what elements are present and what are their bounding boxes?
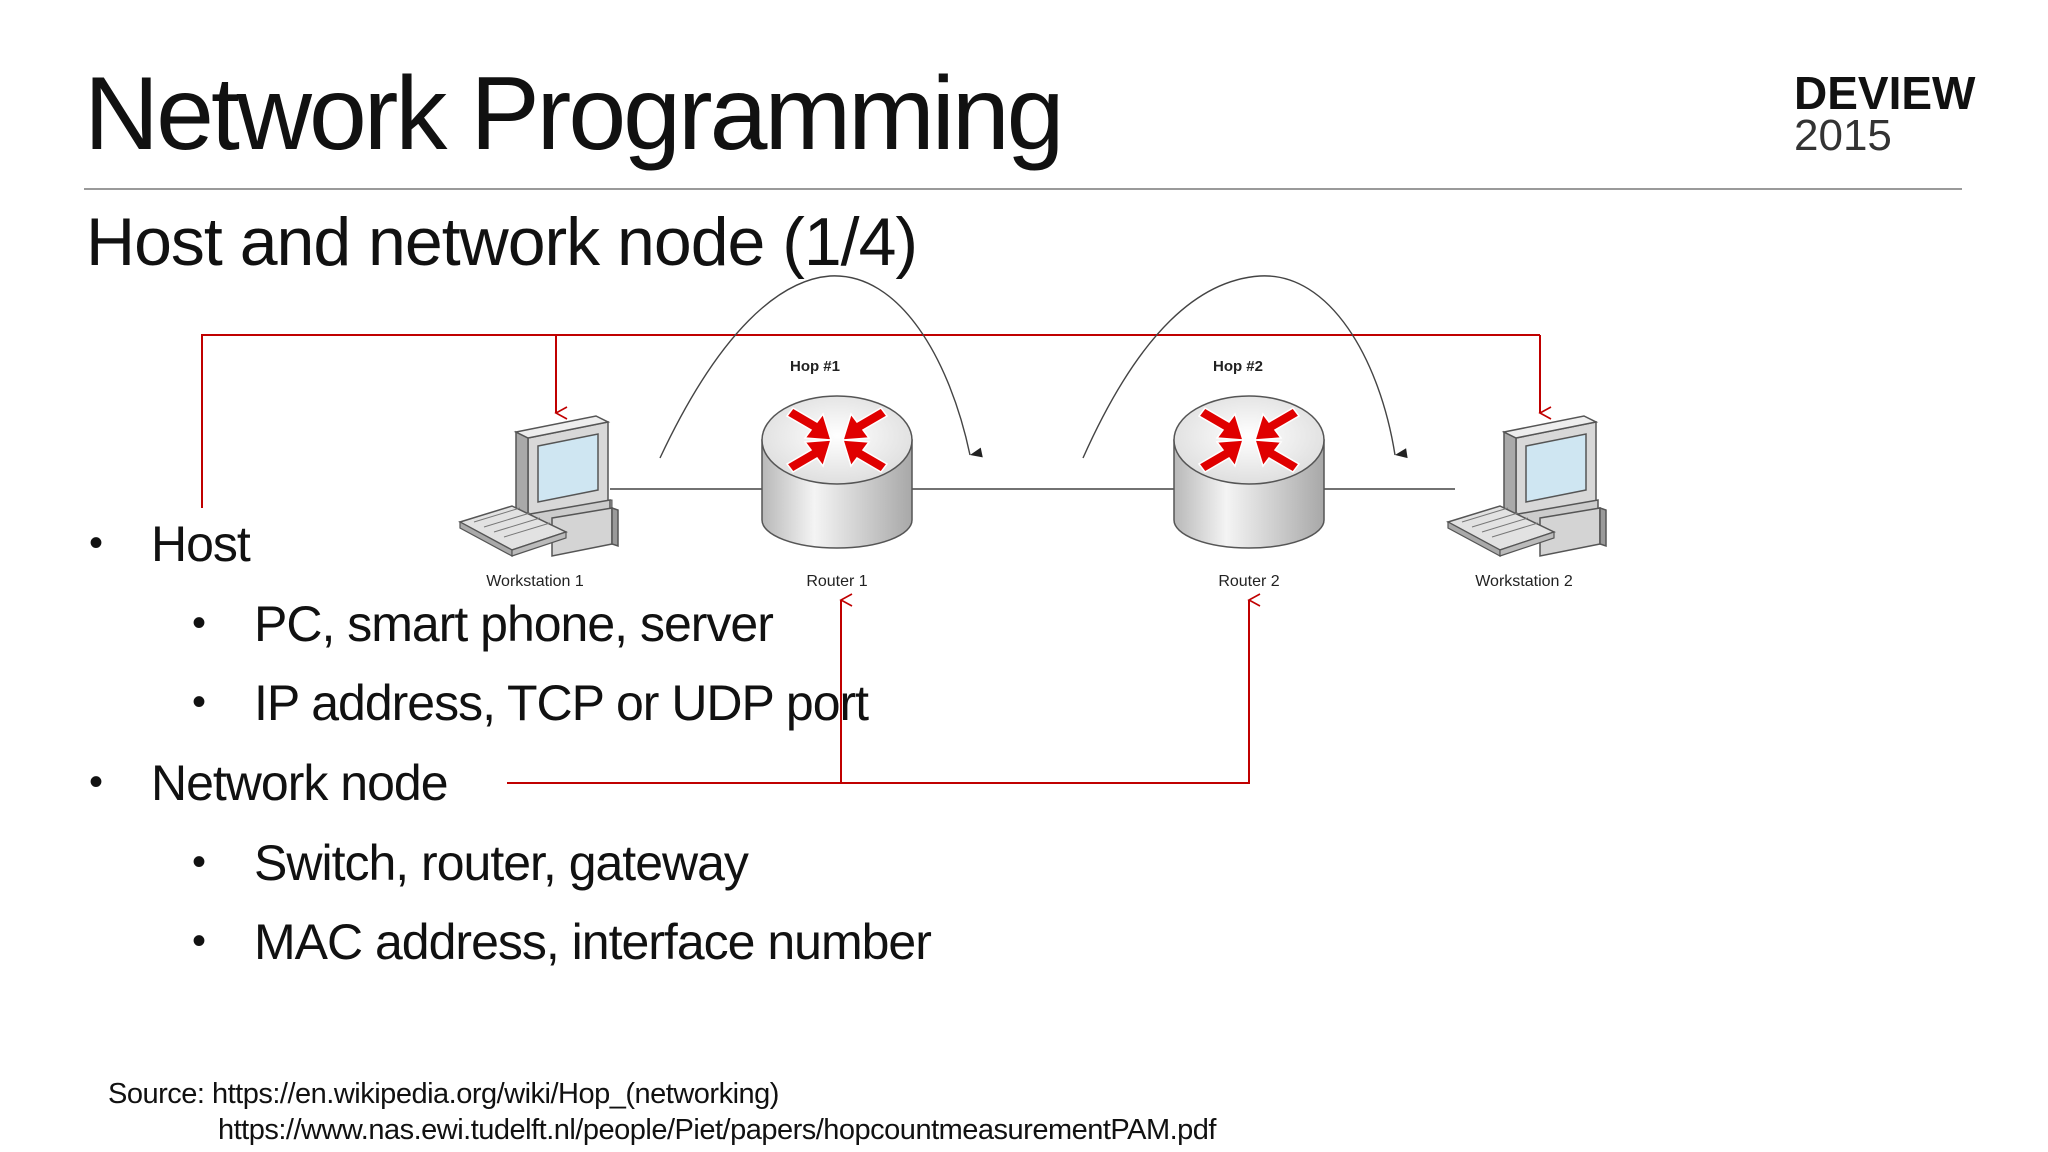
- source-line-1: Source: https://en.wikipedia.org/wiki/Ho…: [108, 1078, 779, 1110]
- router-1-label: Router 1: [806, 573, 867, 590]
- hop-label-1: Hop #1: [790, 358, 840, 375]
- network-node-annotation: [507, 593, 1261, 784]
- router-2-label: Router 2: [1218, 573, 1279, 590]
- workstation-1-label: Workstation 1: [486, 573, 584, 590]
- workstation-2-label: Workstation 2: [1475, 573, 1573, 590]
- workstation-2-icon: [1446, 415, 1607, 558]
- slide-subtitle: Host and network node (1/4): [86, 204, 918, 280]
- logo-year: 2015: [1794, 111, 1892, 160]
- hop-arc-1: [659, 275, 983, 459]
- logo-name: DEVIEW: [1794, 67, 1976, 119]
- source-line-2: https://www.nas.ewi.tudelft.nl/people/Pi…: [218, 1114, 1217, 1146]
- deview-logo: DEVIEW 2015: [1794, 70, 1975, 158]
- hop-arc-2: [1082, 275, 1408, 459]
- slide-title: Network Programming: [84, 56, 1065, 172]
- source-citation: Source: https://en.wikipedia.org/wiki/Ho…: [108, 1076, 1217, 1148]
- router-1-icon: [761, 395, 913, 549]
- workstation-1-icon: [458, 415, 619, 558]
- router-2-icon: [1173, 395, 1325, 549]
- title-divider: [84, 188, 1962, 190]
- host-annotation: [201, 334, 1552, 508]
- hop-label-2: Hop #2: [1213, 358, 1263, 375]
